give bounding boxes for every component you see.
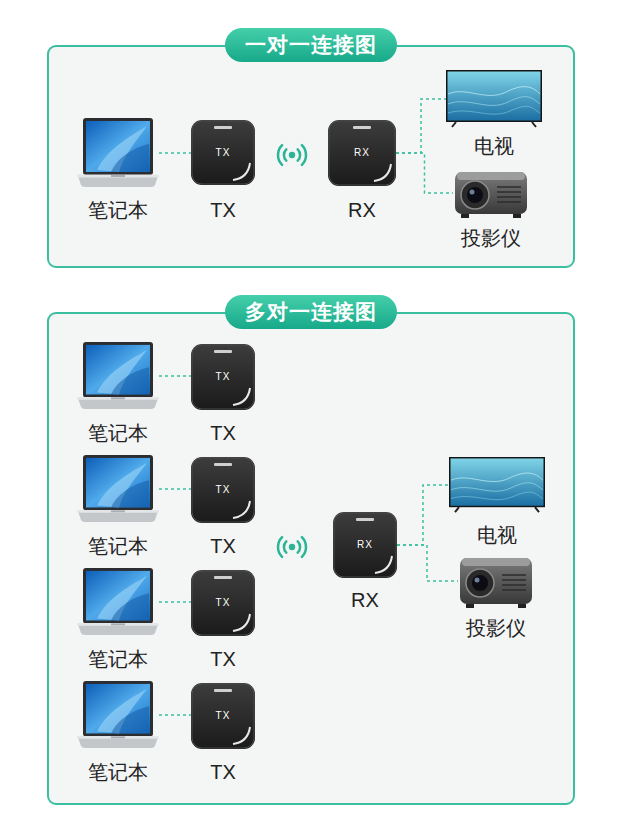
device-label: TX <box>210 760 236 784</box>
device-print: RX <box>354 147 370 159</box>
device-label: TX <box>210 198 236 222</box>
device-label: TX <box>210 534 236 558</box>
laptop-node: 笔记本 <box>77 568 159 673</box>
proj-device <box>458 552 534 610</box>
tv-illustration <box>449 457 545 513</box>
device-print: TX <box>216 147 231 159</box>
device-print: TX <box>216 710 231 722</box>
laptop-illustration <box>77 118 159 188</box>
tv-illustration <box>446 70 542 128</box>
device-label: RX <box>351 588 379 612</box>
box-node: TX TX <box>191 120 255 224</box>
box-node: TX TX <box>191 683 255 786</box>
projector-illustration <box>458 552 534 610</box>
device-label: RX <box>348 198 376 222</box>
laptop-device <box>77 681 159 749</box>
box-node: TX TX <box>191 457 255 560</box>
device-print: TX <box>216 597 231 609</box>
laptop-illustration <box>77 568 159 636</box>
box-node: TX TX <box>191 570 255 673</box>
laptop-device <box>77 118 159 188</box>
device-label: 笔记本 <box>88 647 148 671</box>
proj-node: 投影仪 <box>458 552 534 642</box>
laptop-node: 笔记本 <box>77 681 159 786</box>
device-label: TX <box>210 421 236 445</box>
proj-node: 投影仪 <box>453 166 529 252</box>
tv-node: 电视 <box>446 70 542 160</box>
device-print: TX <box>216 371 231 383</box>
tv-device <box>446 70 542 128</box>
box-node: RX RX <box>328 120 396 224</box>
device-print: RX <box>357 539 373 551</box>
box-node: TX TX <box>191 344 255 447</box>
proj-device <box>453 166 529 220</box>
laptop-illustration <box>77 681 159 749</box>
laptop-illustration <box>77 455 159 523</box>
panel-title: 多对一连接图 <box>225 295 397 329</box>
device-label: TX <box>210 647 236 671</box>
tv-node: 电视 <box>449 457 545 549</box>
laptop-illustration <box>77 342 159 410</box>
group-panel: 多对一连接图笔记本TXTX笔记本TXTX笔记本TXTX笔记本TXTXRXRX电视… <box>47 312 575 805</box>
laptop-device <box>77 342 159 410</box>
projector-illustration <box>453 166 529 220</box>
device-label: 电视 <box>474 134 514 158</box>
device-label: 笔记本 <box>88 421 148 445</box>
group-panel: 一对一连接图笔记本TXTXRXRX电视投影仪 <box>47 45 575 268</box>
tv-device <box>449 457 545 513</box>
device-label: 笔记本 <box>88 534 148 558</box>
laptop-device <box>77 568 159 636</box>
device-label: 笔记本 <box>88 198 148 222</box>
device-print: TX <box>216 484 231 496</box>
device-label: 电视 <box>477 523 517 547</box>
device-label: 笔记本 <box>88 760 148 784</box>
laptop-device <box>77 455 159 523</box>
panel-title: 一对一连接图 <box>225 28 397 62</box>
box-node: RX RX <box>333 512 397 614</box>
laptop-node: 笔记本 <box>77 342 159 447</box>
laptop-node: 笔记本 <box>77 455 159 560</box>
device-label: 投影仪 <box>461 226 521 250</box>
device-label: 投影仪 <box>466 616 526 640</box>
laptop-node: 笔记本 <box>77 118 159 224</box>
